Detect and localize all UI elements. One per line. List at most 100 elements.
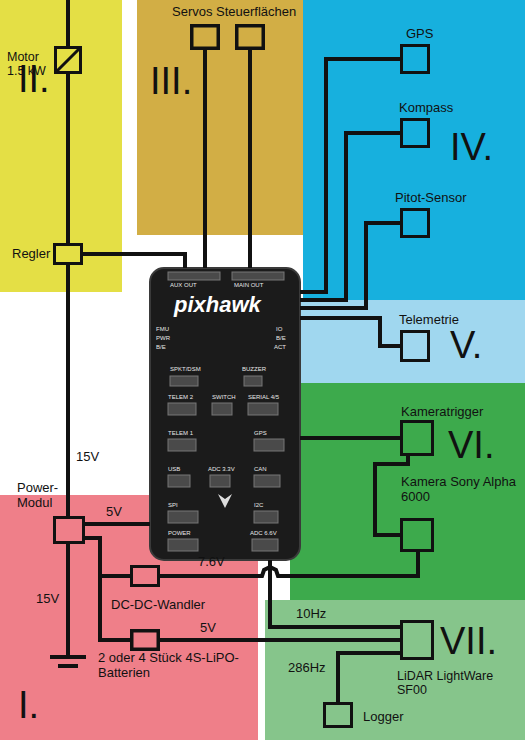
port-socket — [248, 403, 278, 415]
sensor-box: Pitot-Sensor — [400, 208, 430, 238]
region-numeral: IV. — [450, 128, 520, 166]
port-label: SERIAL 4/5 — [248, 394, 296, 401]
port-socket — [254, 475, 280, 487]
region-band: II.Motor 1.5 kWRegler — [0, 0, 122, 292]
port-label: ADC 6.6V — [250, 530, 296, 537]
text-slot: I2C — [254, 502, 284, 509]
text-slot: IO — [276, 326, 298, 333]
trigger-box: Kameratrigger — [400, 420, 434, 456]
port-label: PWR — [156, 335, 180, 342]
port-socket — [168, 403, 196, 415]
text-slot: III. — [150, 62, 210, 100]
wire-label: 7.6V — [198, 555, 238, 570]
text-slot: GPS — [254, 430, 294, 437]
motor-box: Motor 1.5 kW — [54, 46, 82, 74]
text-slot: 2 oder 4 Stück 4S-LiPO-Batterien — [98, 651, 248, 681]
text-slot: Servos Steuerflächen — [172, 5, 300, 20]
text-slot: Power-Modul — [17, 481, 61, 511]
text-slot: B/E — [276, 335, 298, 342]
component-label: Power-Modul — [17, 481, 61, 511]
text-slot: AUX OUT — [170, 282, 220, 289]
text-slot: 10Hz — [296, 607, 346, 622]
text-slot: ADC 6.6V — [250, 530, 296, 537]
text-slot: IV. — [450, 128, 520, 166]
text-slot: B/E — [156, 344, 180, 351]
region-numeral: I. — [18, 686, 68, 724]
text-slot: Kamera Sony Alpha 6000 — [401, 475, 519, 505]
battery-symbol: 2 oder 4 Stück 4S-LiPO-Batterien — [50, 655, 86, 671]
wire-label: 5V — [106, 505, 136, 520]
port-label: B/E — [156, 344, 180, 351]
text-slot: Pitot-Sensor — [395, 191, 495, 206]
text-slot: 15V — [76, 450, 116, 465]
text-slot: Logger — [363, 710, 423, 725]
wire-label: 15V — [36, 592, 66, 607]
region-band: IV.GPSKompassPitot-Sensor — [303, 0, 525, 300]
component-label: Telemetrie — [399, 313, 489, 328]
text-slot: ACT — [274, 344, 298, 351]
text-slot: Kompass — [399, 101, 479, 116]
text-slot: SPI — [168, 502, 198, 509]
port-label: I2C — [254, 502, 284, 509]
camera-box: Kamera Sony Alpha 6000 — [400, 518, 434, 552]
converter-box: DC-DC-Wandler — [130, 565, 160, 587]
port-socket — [244, 376, 262, 386]
region-band: VII.LiDAR LightWare SF00Logger — [265, 600, 525, 740]
wire — [300, 436, 400, 440]
port-label: BUZZER — [242, 366, 282, 373]
text-slot: CAN — [254, 466, 294, 473]
text-slot: V. — [450, 326, 510, 364]
port-socket — [168, 272, 220, 280]
text-slot: POWER — [168, 530, 208, 537]
component-label: 2 oder 4 Stück 4S-LiPO-Batterien — [98, 651, 248, 681]
port-label: GPS — [254, 430, 294, 437]
board-brand: pixhawk — [174, 294, 284, 316]
power-wire — [160, 638, 400, 642]
text-slot: 7.6V — [198, 555, 238, 570]
text-slot: pixhawk — [174, 294, 284, 316]
port-socket — [168, 439, 196, 451]
voltage-label: 5V — [200, 621, 230, 636]
text-slot: LiDAR LightWare SF00 — [397, 669, 521, 698]
component-label: Regler — [12, 247, 54, 262]
component-label: Pitot-Sensor — [395, 191, 495, 206]
servo-wire — [248, 50, 252, 268]
text-slot: VII. — [440, 622, 520, 660]
wire — [66, 74, 70, 243]
port-socket — [168, 539, 198, 551]
text-slot: 15V — [36, 592, 66, 607]
wire — [66, 265, 70, 516]
region-numeral: V. — [450, 326, 510, 364]
text-slot: Kameratrigger — [401, 405, 511, 420]
power-module-box: Power-Modul — [53, 516, 85, 544]
radio-box: Telemetrie — [400, 330, 430, 362]
text-slot: 5V — [106, 505, 136, 520]
port-label: IO — [276, 326, 298, 333]
region-band: V.Telemetrie — [285, 300, 525, 383]
port-label: MAIN OUT — [234, 282, 284, 289]
battery-plate — [50, 655, 86, 659]
text-slot: Telemetrie — [399, 313, 489, 328]
port-socket — [212, 403, 232, 415]
battery-plate — [58, 664, 78, 668]
text-slot: MAIN OUT — [234, 282, 284, 289]
text-slot: DC-DC-Wandler — [111, 598, 231, 613]
group-title: Servos Steuerflächen — [172, 5, 300, 20]
component-label: Kameratrigger — [401, 405, 511, 420]
logger-box: Logger — [323, 702, 353, 728]
port-label: SPI — [168, 502, 198, 509]
component-label: LiDAR LightWare SF00 — [397, 669, 521, 698]
wire — [66, 544, 70, 655]
component-label: Motor 1.5 kW — [7, 50, 53, 79]
port-label: POWER — [168, 530, 208, 537]
port-label: AUX OUT — [170, 282, 220, 289]
power-wire — [66, 0, 70, 46]
lidar-box: LiDAR LightWare SF00 — [400, 620, 434, 660]
text-slot: SPKT/DSM — [170, 366, 220, 373]
port-socket — [254, 511, 278, 523]
port-socket — [254, 439, 284, 451]
text-slot: BUZZER — [242, 366, 282, 373]
text-slot: FMU — [156, 326, 180, 333]
port-label: SPKT/DSM — [170, 366, 220, 373]
port-socket — [168, 475, 190, 487]
